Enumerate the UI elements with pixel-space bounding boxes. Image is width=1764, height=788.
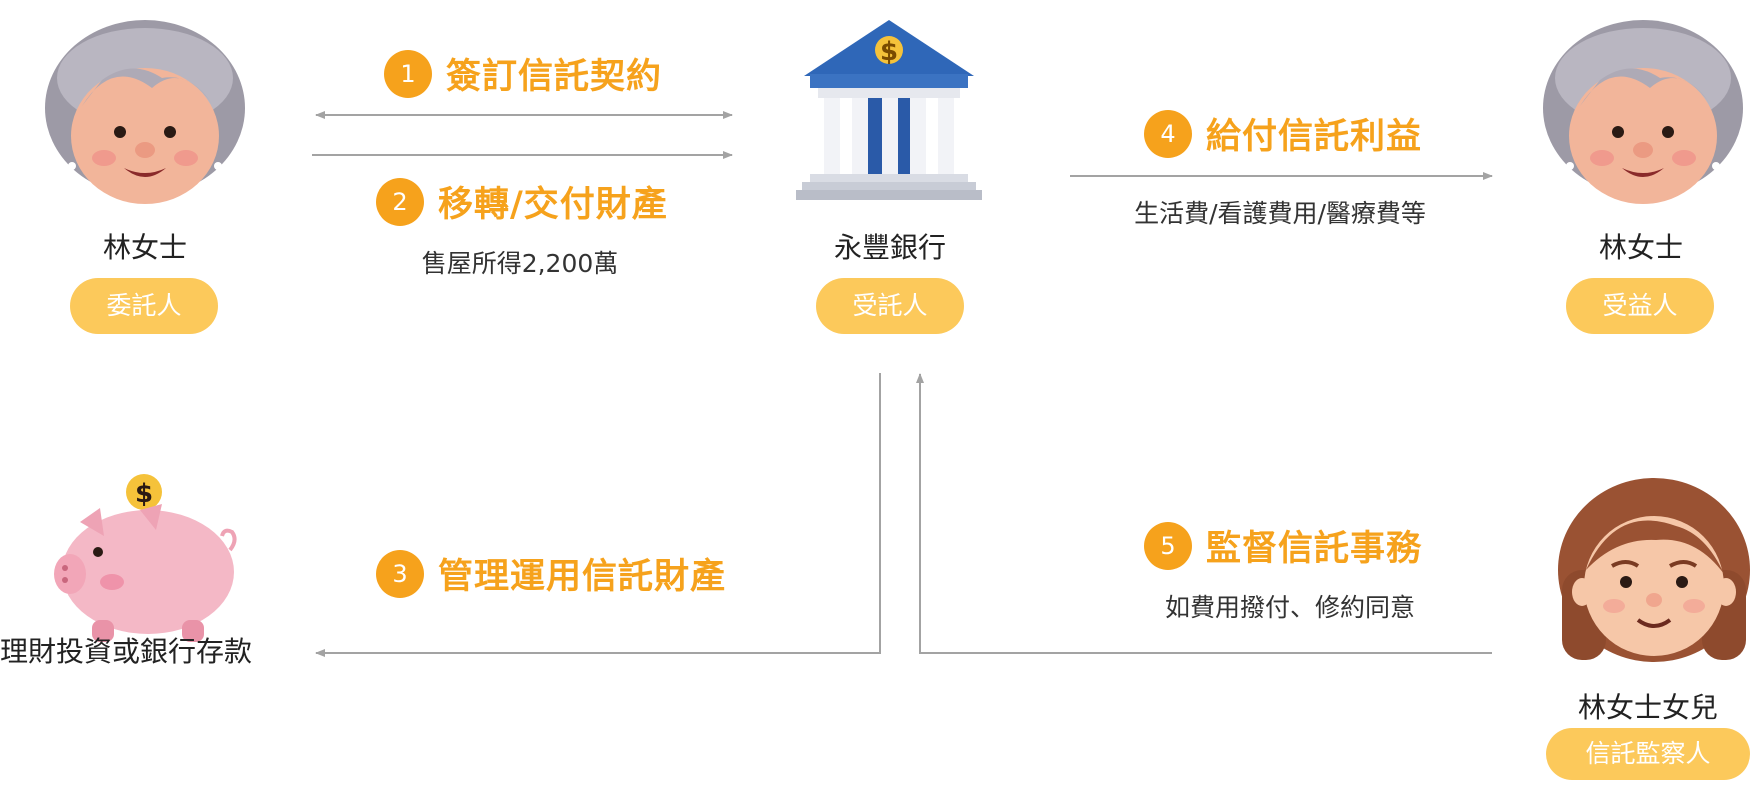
settlor-name: 林女士 — [102, 231, 187, 264]
step-2: 2 移轉/交付財產 — [376, 176, 668, 227]
step-2-label: 移轉/交付財產 — [438, 185, 668, 225]
supervisor-role-badge: 信託監察人 — [1546, 728, 1750, 780]
step-3-label: 管理運用信託財產 — [438, 557, 727, 597]
step-4-label: 給付信託利益 — [1206, 117, 1423, 157]
step-1: 1 簽訂信託契約 — [384, 48, 662, 99]
piggy-bank-icon: $ — [52, 470, 238, 658]
grandmother-avatar-icon — [1540, 18, 1746, 212]
trustee-role-badge: 受託人 — [816, 278, 964, 334]
step-5-label: 監督信託事務 — [1206, 529, 1423, 569]
step-2-note: 售屋所得2,200萬 — [421, 249, 619, 278]
daughter-avatar-icon — [1556, 474, 1752, 668]
step-1-number: 1 — [384, 49, 432, 98]
step-1-label: 簽訂信託契約 — [446, 57, 663, 97]
beneficiary-name: 林女士 — [1598, 231, 1683, 264]
trustee-name: 永豐銀行 — [833, 231, 946, 264]
arrow-supervise — [916, 373, 1492, 654]
svg-text:$: $ — [880, 37, 898, 67]
step-3: 3 管理運用信託財產 — [376, 548, 726, 599]
step-5-note: 如費用撥付、修約同意 — [1164, 593, 1415, 622]
step-4-note: 生活費/看護費用/醫療費等 — [1134, 199, 1426, 228]
grandmother-avatar-icon — [42, 18, 248, 212]
svg-text:$: $ — [135, 479, 153, 509]
step-3-number: 3 — [376, 549, 424, 598]
step-4-number: 4 — [1144, 109, 1192, 158]
step-2-number: 2 — [376, 177, 424, 226]
bank-building-icon: $ — [794, 18, 984, 206]
step-4: 4 給付信託利益 — [1144, 108, 1422, 159]
settlor-role-badge: 委託人 — [70, 278, 218, 334]
arrow-manage — [315, 373, 881, 657]
step-5-number: 5 — [1144, 521, 1192, 570]
supervisor-name: 林女士女兒 — [1577, 691, 1718, 724]
investment-name: 理財投資或銀行存款 — [0, 635, 253, 668]
beneficiary-role-badge: 受益人 — [1566, 278, 1714, 334]
step-5: 5 監督信託事務 — [1144, 520, 1422, 571]
